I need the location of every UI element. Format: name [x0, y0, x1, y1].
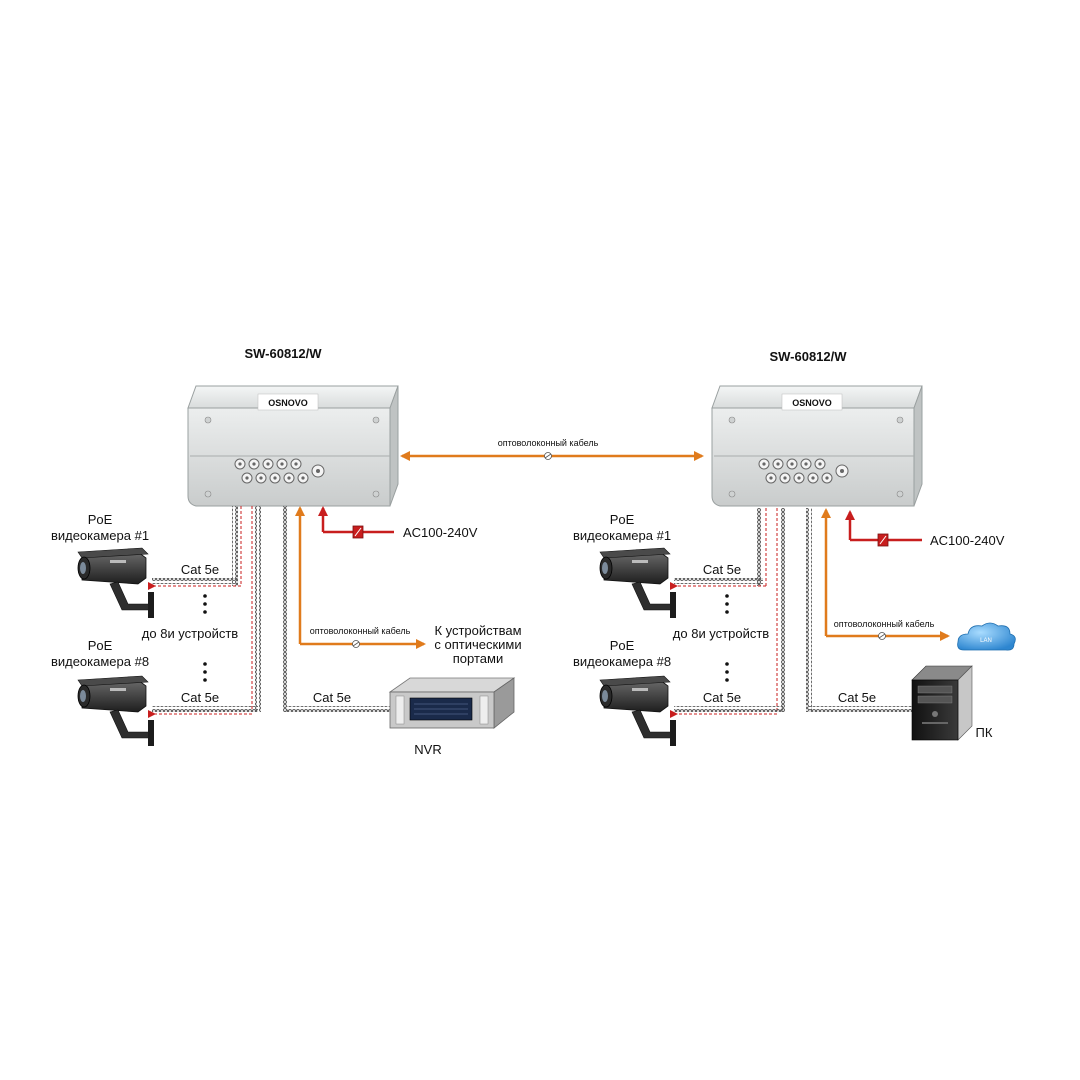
pc-label: ПК [976, 725, 993, 740]
right-camera-8-icon [599, 675, 677, 747]
left-fiber-label: оптоволоконный кабель [310, 626, 411, 636]
pc-tower-icon [911, 665, 973, 741]
right-camera-1: PoE видеокамера #1 [573, 512, 677, 619]
right-pc-cable [806, 508, 915, 712]
left-camera-1-icon [77, 547, 155, 619]
right-cable-label-top: Cat 5e [703, 562, 741, 577]
left-optical-devices-line2: с оптическими [434, 637, 521, 652]
right-fuse-icon [877, 533, 889, 547]
right-switch-model: SW-60812/W [769, 349, 847, 364]
right-cable-label-bottom: Cat 5e [703, 690, 741, 705]
right-power-line: AC100-240V [845, 510, 1005, 548]
left-cable-label-top: Cat 5e [181, 562, 219, 577]
right-up-to-devices: до 8и устройств [673, 626, 770, 641]
right-fiber-to-lan: оптоволоконный кабель [821, 508, 950, 641]
right-ellipsis-bottom [725, 662, 729, 682]
inter-switch-fiber-link: оптоволоконный кабель [400, 438, 704, 461]
right-camera-1-label-line1: PoE [610, 512, 635, 527]
right-camera-8-label-line1: PoE [610, 638, 635, 653]
right-fiber-label: оптоволоконный кабель [834, 619, 935, 629]
left-switch-model: SW-60812/W [244, 346, 322, 361]
left-nvr-cable [283, 506, 390, 712]
left-ellipsis-top [203, 594, 207, 614]
right-camera-1-label-line2: видеокамера #1 [573, 528, 671, 543]
left-nvr-cable-label: Cat 5e [313, 690, 351, 705]
link-fiber-label: оптоволоконный кабель [498, 438, 599, 448]
right-ellipsis-top [725, 594, 729, 614]
left-power-label: AC100-240V [403, 525, 478, 540]
nvr-label: NVR [414, 742, 441, 757]
left-switch-brand: OSNOVO [268, 398, 308, 408]
left-ellipsis-bottom [203, 662, 207, 682]
right-system: SW-60812/W OSNOVO оптоволоконный кабель [573, 349, 1016, 747]
right-switch-brand: OSNOVO [792, 398, 832, 408]
left-camera-1-label-line2: видеокамера #1 [51, 528, 149, 543]
lan-cloud-icon: LAN [957, 622, 1016, 651]
lan-label: LAN [980, 638, 992, 644]
left-power-line: AC100-240V [318, 506, 478, 540]
left-system: SW-60812/W OSNOVO [51, 346, 522, 757]
left-switch-enclosure-icon: OSNOVO [187, 385, 399, 507]
left-cable-label-bottom: Cat 5e [181, 690, 219, 705]
right-camera-1-icon [599, 547, 677, 619]
left-fuse-icon [352, 525, 364, 539]
right-camera-cable-bundle [670, 508, 786, 718]
left-up-to-devices: до 8и устройств [142, 626, 239, 641]
left-camera-1: PoE видеокамера #1 [51, 512, 155, 619]
left-camera-8-label-line1: PoE [88, 638, 113, 653]
left-camera-cable-bundle [148, 506, 261, 718]
right-camera-8-label-line2: видеокамера #8 [573, 654, 671, 669]
left-camera-1-label-line1: PoE [88, 512, 113, 527]
nvr-icon [388, 677, 516, 729]
right-power-label: AC100-240V [930, 533, 1005, 548]
right-camera-8: PoE видеокамера #8 [573, 638, 677, 747]
left-camera-8-label-line2: видеокамера #8 [51, 654, 149, 669]
left-fiber-to-optical: оптоволоконный кабель [295, 506, 426, 649]
right-switch-enclosure-icon: OSNOVO [711, 385, 923, 507]
left-camera-8: PoE видеокамера #8 [51, 638, 155, 747]
left-optical-devices-line3: портами [453, 651, 503, 666]
left-optical-devices-line1: К устройствам [434, 623, 521, 638]
left-camera-8-icon [77, 675, 155, 747]
right-pc-cable-label: Cat 5e [838, 690, 876, 705]
